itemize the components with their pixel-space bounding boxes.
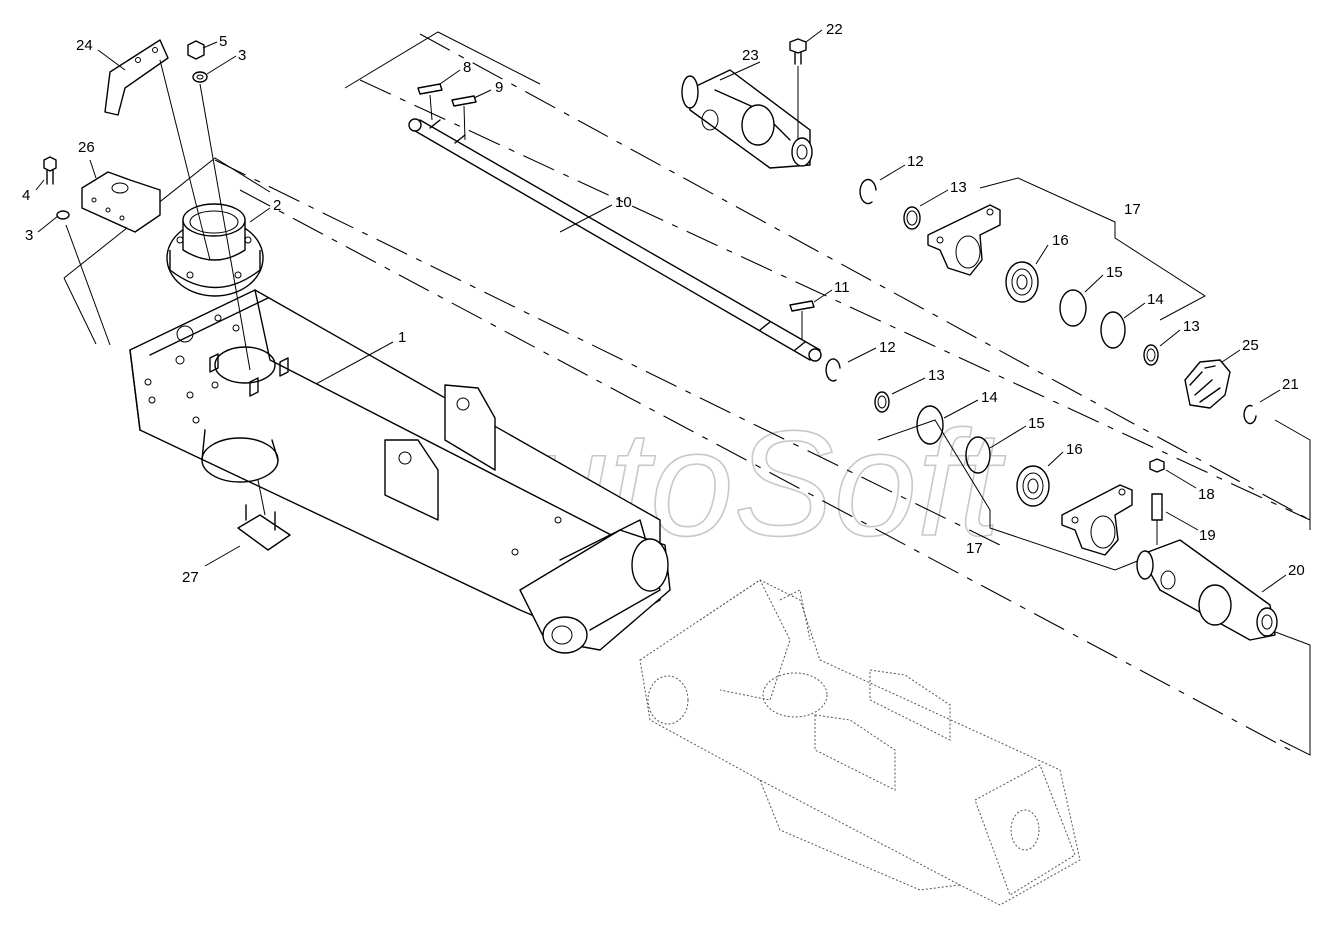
callout-12: 12: [907, 153, 924, 170]
callout-9: 9: [495, 79, 503, 96]
callout-26: 26: [78, 139, 95, 156]
flange-housing-part-2: [166, 203, 264, 297]
reference-assembly-ghost: [639, 579, 1081, 906]
callout-22: 22: [826, 21, 843, 38]
bolt-part-4: [43, 156, 111, 346]
callout-3: 3: [25, 227, 33, 244]
key-part-11: [789, 300, 815, 340]
key-part-8: [417, 83, 443, 121]
callout-12: 12: [879, 339, 896, 356]
callout-1: 1: [398, 329, 406, 346]
callout-17: 17: [1124, 201, 1141, 218]
bracket-part-27: [237, 479, 291, 551]
callout-2: 2: [273, 197, 281, 214]
snap-ring-part-21: [1243, 404, 1257, 425]
callout-4: 4: [22, 187, 30, 204]
ring-part-15-upper: [1059, 289, 1087, 327]
callout-24: 24: [76, 37, 93, 54]
callout-11: 11: [834, 279, 850, 296]
callout-20: 20: [1288, 562, 1305, 579]
callout-8: 8: [463, 59, 471, 76]
ring-part-14-upper: [1100, 311, 1126, 349]
retaining-ring-part-12-upper: [859, 178, 877, 205]
shim-ring-part-13-right: [1143, 344, 1159, 366]
u-joint-part-20: [1136, 539, 1278, 641]
bearing-cap-part-17-lower: [1061, 484, 1133, 556]
callout-15: 15: [1106, 264, 1123, 281]
leader-lines: [35, 29, 1287, 593]
nut-part-18: [1149, 458, 1165, 473]
callout-18: 18: [1198, 486, 1215, 503]
callout-labels: 24 5 3 26 4 3 2 1 27 8 9 10 11 12 13 14 …: [22, 21, 1305, 586]
callout-14: 14: [981, 389, 998, 406]
callout-23: 23: [742, 47, 759, 64]
plate-part-26: [81, 171, 161, 233]
bearing-cap-part-17-upper: [927, 204, 1001, 276]
bearing-part-16-lower: [1016, 465, 1050, 507]
callout-13: 13: [1183, 318, 1200, 335]
key-part-9: [451, 95, 477, 141]
ring-part-14-lower: [916, 405, 944, 445]
shim-ring-part-13-upper: [903, 206, 921, 230]
callout-25: 25: [1242, 337, 1259, 354]
strap-part-24: [104, 39, 211, 261]
axle-housing-part-1: [129, 289, 671, 654]
retaining-ring-part-12-lower: [825, 358, 841, 382]
callout-14: 14: [1147, 291, 1164, 308]
bevel-gear-part-25: [1184, 359, 1231, 409]
callout-3: 3: [238, 47, 246, 64]
callout-19: 19: [1199, 527, 1216, 544]
nut-part-5: [187, 40, 251, 371]
callout-15: 15: [1028, 415, 1045, 432]
callout-16: 16: [1052, 232, 1069, 249]
pin-part-19: [1151, 493, 1163, 545]
callout-13: 13: [950, 179, 967, 196]
assembly-axis-lines: [214, 33, 1311, 751]
shim-ring-part-13-lower: [874, 391, 890, 413]
ring-part-15-lower: [965, 436, 991, 474]
callout-13: 13: [928, 367, 945, 384]
callout-16: 16: [1066, 441, 1083, 458]
callout-21: 21: [1282, 376, 1299, 393]
callout-17: 17: [966, 540, 983, 557]
u-joint-part-23: [681, 69, 813, 169]
bearing-part-16-upper: [1005, 261, 1039, 303]
callout-27: 27: [182, 569, 199, 586]
assembly-brackets: [63, 31, 1311, 756]
bolt-part-22: [789, 38, 807, 140]
callout-10: 10: [615, 194, 632, 211]
callout-5: 5: [219, 33, 227, 50]
shaft-part-10: [408, 118, 822, 362]
